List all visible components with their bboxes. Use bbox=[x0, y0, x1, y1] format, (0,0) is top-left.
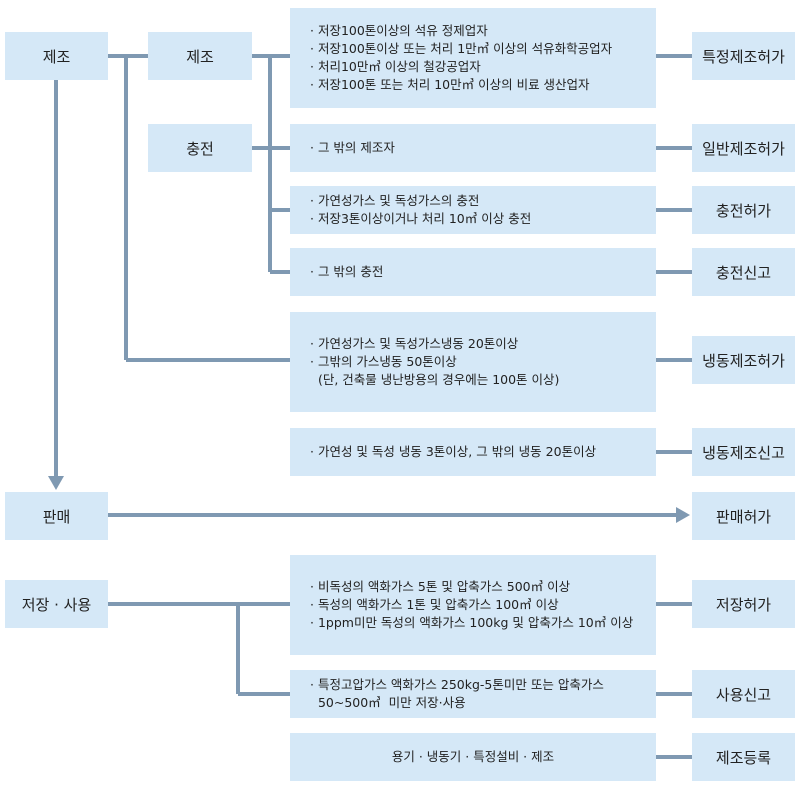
outcome-manufacture-registration: 제조등록 bbox=[692, 733, 795, 781]
outcome-label: 판매허가 bbox=[715, 507, 772, 526]
condition-line: (단, 건축물 냉난방용의 경우에는 100톤 이상) bbox=[310, 372, 560, 387]
subcategory-charging-label: 충전 bbox=[186, 139, 214, 158]
subcategory-manufacture: 제조 bbox=[148, 32, 252, 80]
category-storage-use-label: 저장 · 사용 bbox=[21, 595, 92, 614]
condition-line: · 저장3톤이상이거나 처리 10㎥ 이상 충전 bbox=[310, 211, 532, 226]
condition-box-c2: · 그 밖의 제조자 bbox=[290, 124, 656, 172]
outcome-label: 충전신고 bbox=[715, 263, 772, 282]
outcome-label: 충전허가 bbox=[715, 201, 772, 220]
category-storage-use: 저장 · 사용 bbox=[5, 580, 108, 628]
condition-box-c3: · 가연성가스 및 독성가스의 충전 · 저장3톤이상이거나 처리 10㎥ 이상… bbox=[290, 186, 656, 234]
category-sales: 판매 bbox=[5, 492, 108, 540]
outcome-storage-permit: 저장허가 bbox=[692, 580, 795, 628]
outcome-charging-report: 충전신고 bbox=[692, 248, 795, 296]
condition-line: · 가연성 및 독성 냉동 3톤이상, 그 밖의 냉동 20톤이상 bbox=[310, 444, 597, 459]
outcome-charging-permit: 충전허가 bbox=[692, 186, 795, 234]
outcome-label: 제조등록 bbox=[715, 748, 772, 767]
condition-line: 50~500㎥ 미만 저장·사용 bbox=[310, 695, 466, 710]
condition-line: · 가연성가스 및 독성가스의 충전 bbox=[310, 193, 480, 208]
outcome-refrigeration-permit: 냉동제조허가 bbox=[692, 336, 795, 384]
outcome-refrigeration-report: 냉동제조신고 bbox=[692, 428, 795, 476]
subcategory-manufacture-label: 제조 bbox=[186, 47, 214, 66]
condition-line: · 그 밖의 충전 bbox=[310, 264, 384, 279]
outcome-sales-permit: 판매허가 bbox=[692, 492, 795, 540]
condition-line: · 그밖의 가스냉동 50톤이상 bbox=[310, 354, 457, 369]
outcome-specific-manufacture-permit: 특정제조허가 bbox=[692, 32, 795, 80]
condition-line: · 저장100톤 또는 처리 10만㎥ 이상의 비료 생산업자 bbox=[310, 77, 590, 92]
condition-line: · 독성의 액화가스 1톤 및 압축가스 100㎥ 이상 bbox=[310, 597, 559, 612]
condition-line: · 특정고압가스 액화가스 250kg-5톤미만 또는 압축가스 bbox=[310, 677, 604, 692]
outcome-label: 냉동제조허가 bbox=[702, 351, 785, 370]
condition-box-c4: · 그 밖의 충전 bbox=[290, 248, 656, 296]
outcome-label: 냉동제조신고 bbox=[702, 443, 785, 462]
condition-line: · 처리10만㎥ 이상의 철강공업자 bbox=[310, 59, 481, 74]
subcategory-charging: 충전 bbox=[148, 124, 252, 172]
condition-line: 용기 · 냉동기 · 특정설비 · 제조 bbox=[391, 749, 555, 764]
outcome-use-report: 사용신고 bbox=[692, 670, 795, 718]
condition-line: · 저장100톤이상의 석유 정제업자 bbox=[310, 23, 488, 38]
outcome-label: 사용신고 bbox=[715, 685, 772, 704]
condition-line: · 그 밖의 제조자 bbox=[310, 140, 395, 155]
outcome-general-manufacture-permit: 일반제조허가 bbox=[692, 124, 795, 172]
condition-line: · 가연성가스 및 독성가스냉동 20톤이상 bbox=[310, 336, 519, 351]
outcome-label: 저장허가 bbox=[715, 595, 772, 614]
category-sales-label: 판매 bbox=[42, 507, 71, 526]
condition-box-c8: · 특정고압가스 액화가스 250kg-5톤미만 또는 압축가스 50~500㎥… bbox=[290, 670, 656, 718]
category-manufacture: 제조 bbox=[5, 32, 108, 80]
arrowhead-down bbox=[48, 476, 64, 490]
condition-box-c6: · 가연성 및 독성 냉동 3톤이상, 그 밖의 냉동 20톤이상 bbox=[290, 428, 656, 476]
condition-box-c5: · 가연성가스 및 독성가스냉동 20톤이상 · 그밖의 가스냉동 50톤이상 … bbox=[290, 312, 656, 412]
arrowhead-right bbox=[676, 507, 690, 523]
condition-box-c1: · 저장100톤이상의 석유 정제업자 · 저장100톤이상 또는 처리 1만㎥… bbox=[290, 8, 656, 108]
outcome-label: 특정제조허가 bbox=[702, 47, 785, 66]
condition-box-c7: · 비독성의 액화가스 5톤 및 압축가스 500㎥ 이상 · 독성의 액화가스… bbox=[290, 555, 656, 655]
condition-line: · 1ppm미만 독성의 액화가스 100kg 및 압축가스 10㎥ 이상 bbox=[310, 615, 634, 630]
condition-box-c9: 용기 · 냉동기 · 특정설비 · 제조 bbox=[290, 733, 656, 781]
category-manufacture-label: 제조 bbox=[42, 47, 71, 66]
condition-line: · 저장100톤이상 또는 처리 1만㎥ 이상의 석유화학공업자 bbox=[310, 41, 613, 56]
condition-line: · 비독성의 액화가스 5톤 및 압축가스 500㎥ 이상 bbox=[310, 579, 571, 594]
outcome-label: 일반제조허가 bbox=[702, 139, 785, 158]
